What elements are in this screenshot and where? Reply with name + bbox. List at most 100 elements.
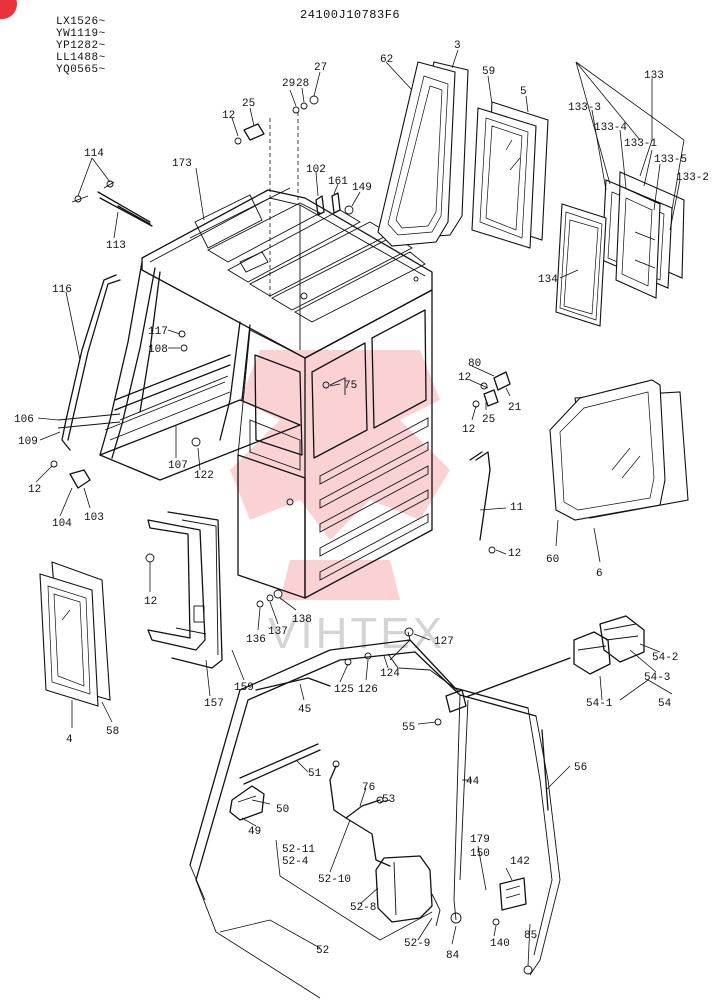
part-number-label: 4 [66, 734, 73, 746]
part-number-label: 133-3 [568, 102, 601, 114]
part-number-label: 138 [292, 614, 312, 626]
part-number-label: 84 [446, 950, 460, 962]
part-number-label: 52-8 [350, 902, 376, 914]
part-number-label: 125 [334, 684, 354, 696]
part-number-label: 149 [352, 182, 372, 194]
part-number-label: 108 [148, 344, 168, 356]
part-number-label: 140 [490, 938, 510, 950]
part-number-label: 54 [658, 698, 672, 710]
part-number-label: 85 [524, 930, 537, 942]
part-number-label: 117 [148, 326, 168, 338]
part-number-label: 142 [510, 856, 530, 868]
part-number-label: 25 [482, 414, 495, 426]
part-number-label: 29 [282, 78, 295, 90]
part-number-label: 12 [508, 548, 521, 560]
part-number-label: 133-4 [594, 122, 627, 134]
leader-lines [35, 49, 685, 967]
serial-range: LL1488~ [56, 52, 106, 64]
part-number-label: 124 [380, 668, 400, 680]
part-number-label: 27 [314, 62, 327, 74]
part-number-label: 136 [246, 634, 266, 646]
cab-frame [99, 187, 433, 599]
part-number-label: 157 [204, 698, 224, 710]
part-labels: 362595133133-3133-4133-1133-5133-2134272… [14, 40, 709, 962]
part-number-label: 52-4 [282, 856, 309, 868]
serial-range-list: LX1526~ YW1119~ YP1282~ LL1488~ YQ0565~ [56, 16, 106, 76]
part-number-label: 52-11 [282, 844, 315, 856]
part-number-label: 113 [106, 240, 126, 252]
part-number-label: 103 [84, 512, 104, 524]
gas-strut [71, 180, 153, 227]
part-number-label: 104 [52, 518, 72, 530]
part-number-label: 159 [234, 682, 254, 694]
part-number-label: 76 [362, 782, 375, 794]
part-number-label: 80 [468, 358, 481, 370]
part-number-label: 12 [28, 484, 41, 496]
part-number-label: 126 [358, 684, 378, 696]
wiring-harness [189, 627, 571, 999]
bracket-157 [147, 511, 223, 669]
part-number-label: 122 [194, 470, 214, 482]
part-number-label: 116 [52, 284, 72, 296]
part-number-label: 12 [458, 372, 471, 384]
roof-hardware [234, 95, 354, 300]
side-window-59 [471, 101, 549, 249]
serial-range: YP1282~ [56, 40, 106, 52]
part-number-label: 114 [84, 148, 104, 160]
part-number-label: 54-2 [652, 652, 678, 664]
part-number-label: 60 [546, 554, 559, 566]
part-number-label: 51 [308, 768, 322, 780]
part-number-label: 133-1 [624, 138, 657, 150]
drawing-code: 24100J10783F6 [300, 8, 400, 22]
part-number-label: 102 [306, 164, 326, 176]
door-window-62 [377, 61, 469, 247]
part-number-label: 56 [574, 762, 587, 774]
wiper-motor [229, 743, 321, 821]
watermark-logo: VIHTEX [230, 350, 450, 658]
rear-window-133 [601, 171, 685, 299]
part-number-label: 62 [380, 54, 393, 66]
part-number-label: 150 [470, 848, 490, 860]
window-4 [39, 561, 111, 707]
part-number-label: 21 [508, 402, 522, 414]
part-number-label: 44 [466, 776, 480, 788]
part-number-label: 45 [298, 704, 311, 716]
part-number-label: 58 [106, 726, 119, 738]
part-number-label: 5 [520, 86, 527, 98]
washer-system [329, 760, 441, 927]
part-number-label: 12 [222, 110, 235, 122]
part-number-label: 25 [242, 98, 255, 110]
part-number-label: 59 [482, 66, 495, 78]
part-number-label: 28 [296, 78, 309, 90]
serial-range: LX1526~ [56, 16, 106, 28]
part-number-label: 50 [276, 804, 289, 816]
part-number-label: 12 [144, 596, 157, 608]
part-number-label: 55 [402, 722, 415, 734]
grab-rail [57, 274, 121, 451]
part-number-label: 52-9 [404, 938, 430, 950]
part-number-label: 179 [470, 834, 490, 846]
work-light [573, 615, 645, 675]
part-number-label: 106 [14, 414, 34, 426]
part-number-label: 12 [462, 424, 475, 436]
part-number-label: 3 [454, 40, 461, 52]
part-number-label: 137 [268, 626, 288, 638]
serial-range: YQ0565~ [56, 64, 106, 76]
window-134 [555, 203, 607, 327]
part-number-label: 107 [168, 460, 188, 472]
window-60 [549, 379, 689, 521]
part-number-label: 52-10 [318, 874, 351, 886]
part-number-label: 161 [328, 176, 348, 188]
part-number-label: 54-1 [586, 698, 613, 710]
part-number-label: 53 [382, 794, 395, 806]
part-number-label: 75 [344, 380, 357, 392]
part-number-label: 127 [434, 636, 454, 648]
part-number-label: 133-5 [654, 154, 687, 166]
corner-badge [0, 0, 17, 19]
part-number-label: 52 [316, 945, 329, 957]
part-number-label: 133 [644, 70, 664, 82]
part-number-label: 11 [510, 502, 524, 514]
part-number-label: 54-3 [644, 672, 670, 684]
